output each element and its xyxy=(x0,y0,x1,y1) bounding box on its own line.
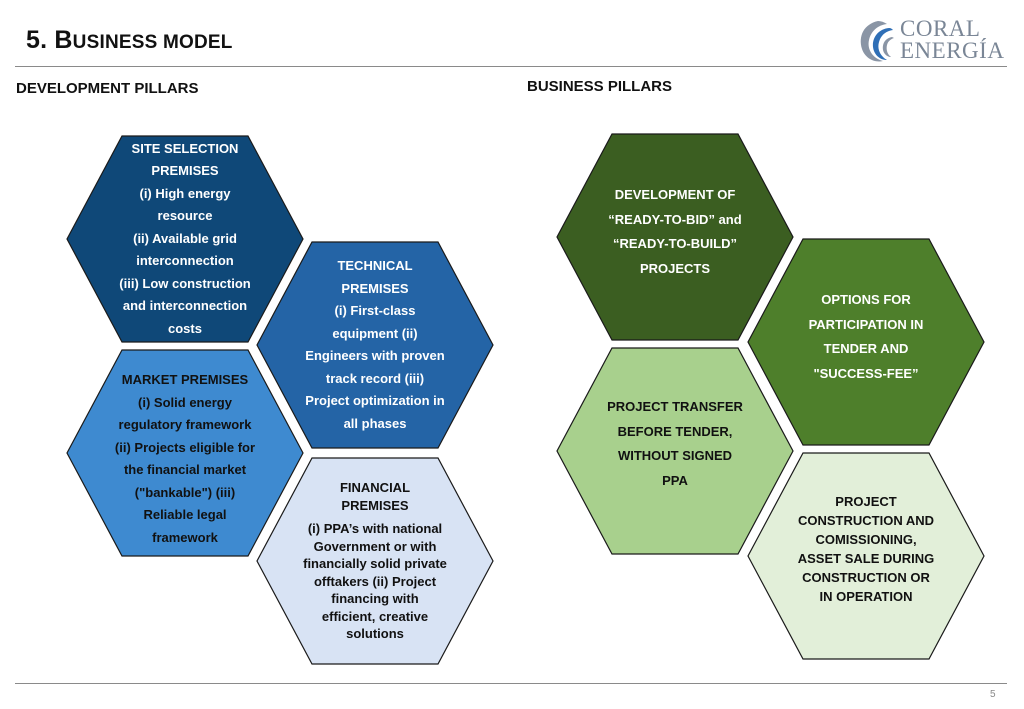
market-text: MARKET PREMISES (i) Solid energy regulat… xyxy=(108,349,262,557)
hexagon-shape xyxy=(556,347,794,555)
financial-line-7: solutions xyxy=(346,626,404,642)
slide-title-cap: B xyxy=(54,26,73,54)
options-hexagon: OPTIONS FOR PARTICIPATION IN TENDER AND … xyxy=(747,238,985,446)
market-line-6: Reliable legal xyxy=(143,507,227,522)
financial-title-1: FINANCIAL xyxy=(339,480,411,496)
technical-title-1: TECHNICAL xyxy=(337,258,413,273)
transfer-line-1: PROJECT TRANSFER xyxy=(607,399,743,414)
options-line-1: OPTIONS FOR xyxy=(821,292,911,307)
financial-line-6: efficient, creative xyxy=(321,608,429,624)
company-logo: CORAL ENERGÍA xyxy=(856,16,1011,66)
transfer-hexagon: PROJECT TRANSFER BEFORE TENDER, WITHOUT … xyxy=(556,347,794,555)
financial-line-3: financially solid private xyxy=(303,556,447,572)
transfer-line-4: PPA xyxy=(662,472,688,488)
transfer-line-3: WITHOUT SIGNED xyxy=(617,448,733,463)
technical-line-2: equipment (ii) xyxy=(332,325,418,341)
site-selection-line-5: (iii) Low construction xyxy=(119,275,251,291)
footer-divider xyxy=(15,683,1007,684)
market-line-7: framework xyxy=(152,529,218,545)
site-selection-line-1: (i) High energy xyxy=(139,185,231,201)
technical-line-6: all phases xyxy=(343,415,407,431)
site-selection-line-4: interconnection xyxy=(136,253,234,269)
logo-line-2: ENERGÍA xyxy=(900,38,1005,63)
market-line-4: the financial market xyxy=(123,462,247,477)
market-title-1: MARKET PREMISES xyxy=(121,372,249,387)
development-text: DEVELOPMENT OF “READY-TO-BID” and “READY… xyxy=(598,133,752,341)
site-selection-text: SITE SELECTION PREMISES (i) High energy … xyxy=(108,135,262,343)
technical-line-4: track record (iii) xyxy=(325,370,425,386)
options-text: OPTIONS FOR PARTICIPATION IN TENDER AND … xyxy=(789,238,943,446)
hexagon-shape xyxy=(747,238,985,446)
financial-hexagon: FINANCIAL PREMISES (i) PPA’s with nation… xyxy=(256,457,494,665)
site-selection-line-2: resource xyxy=(157,208,213,224)
hexagon-shape xyxy=(747,452,985,660)
development-line-3: “READY-TO-BUILD” xyxy=(613,236,737,251)
market-line-1: (i) Solid energy xyxy=(138,394,232,410)
coral-swirl-icon xyxy=(860,21,894,62)
market-hexagon: MARKET PREMISES (i) Solid energy regulat… xyxy=(66,349,304,557)
hexagon-shape xyxy=(66,349,304,557)
financial-line-4: offtakers (ii) Project xyxy=(313,573,437,589)
site-selection-line-3: (ii) Available grid xyxy=(133,230,237,246)
development-pillars-heading: DEVELOPMENT PILLARS xyxy=(16,80,199,97)
development-line-2: “READY-TO-BID” and xyxy=(608,211,742,227)
hexagon-shape xyxy=(556,133,794,341)
title-divider xyxy=(15,66,1007,67)
hexagon-shape xyxy=(256,241,494,449)
page-number: 5 xyxy=(990,689,996,700)
technical-text: TECHNICAL PREMISES (i) First-class equip… xyxy=(298,241,452,449)
development-line-1: DEVELOPMENT OF xyxy=(614,187,736,202)
hexagon-shape xyxy=(66,135,304,343)
market-line-5: ("bankable") (iii) xyxy=(134,484,236,500)
market-line-3: (ii) Projects eligible for xyxy=(114,439,256,455)
technical-line-1: (i) First-class xyxy=(334,303,416,318)
slide-title: 5. BUSINESS MODEL xyxy=(26,26,233,55)
construction-line-2: CONSTRUCTION AND xyxy=(797,513,934,528)
site-selection-title-1: SITE SELECTION xyxy=(131,140,239,156)
site-selection-title-2: PREMISES xyxy=(151,163,219,179)
financial-text: FINANCIAL PREMISES (i) PPA’s with nation… xyxy=(298,457,452,665)
financial-line-5: financing with xyxy=(331,591,419,607)
development-hexagon: DEVELOPMENT OF “READY-TO-BID” and “READY… xyxy=(556,133,794,341)
site-selection-hexagon: SITE SELECTION PREMISES (i) High energy … xyxy=(66,135,304,343)
development-line-4: PROJECTS xyxy=(639,260,711,276)
options-line-4: "SUCCESS-FEE” xyxy=(813,365,919,381)
construction-line-5: CONSTRUCTION OR xyxy=(802,570,930,585)
financial-line-2: Government or with xyxy=(313,538,437,554)
site-selection-line-7: costs xyxy=(168,320,202,336)
site-selection-line-6: and interconnection xyxy=(122,298,248,314)
technical-hexagon: TECHNICAL PREMISES (i) First-class equip… xyxy=(256,241,494,449)
construction-line-4: ASSET SALE DURING xyxy=(797,551,935,566)
financial-title-2: PREMISES xyxy=(341,497,409,513)
business-pillars-heading: BUSINESS PILLARS xyxy=(527,78,673,95)
construction-line-1: PROJECT xyxy=(835,494,897,509)
construction-hexagon: PROJECT CONSTRUCTION AND COMISSIONING, A… xyxy=(747,452,985,660)
transfer-text: PROJECT TRANSFER BEFORE TENDER, WITHOUT … xyxy=(598,347,752,555)
slide-title-rest: USINESS MODEL xyxy=(72,32,233,53)
financial-line-1: (i) PPA’s with national xyxy=(307,521,443,537)
construction-text: PROJECT CONSTRUCTION AND COMISSIONING, A… xyxy=(789,452,943,660)
technical-line-3: Engineers with proven xyxy=(305,348,445,363)
technical-line-5: Project optimization in xyxy=(305,393,445,408)
construction-line-3: COMISSIONING, xyxy=(815,532,917,547)
options-line-3: TENDER AND xyxy=(823,341,909,356)
technical-title-2: PREMISES xyxy=(341,280,409,296)
slide-title-number: 5. xyxy=(26,26,48,54)
logo-line-1: CORAL xyxy=(900,16,981,41)
transfer-line-2: BEFORE TENDER, xyxy=(617,423,733,439)
construction-line-6: IN OPERATION xyxy=(819,589,913,604)
options-line-2: PARTICIPATION IN xyxy=(808,316,924,332)
market-line-2: regulatory framework xyxy=(118,417,252,432)
hexagon-shape xyxy=(256,457,494,665)
